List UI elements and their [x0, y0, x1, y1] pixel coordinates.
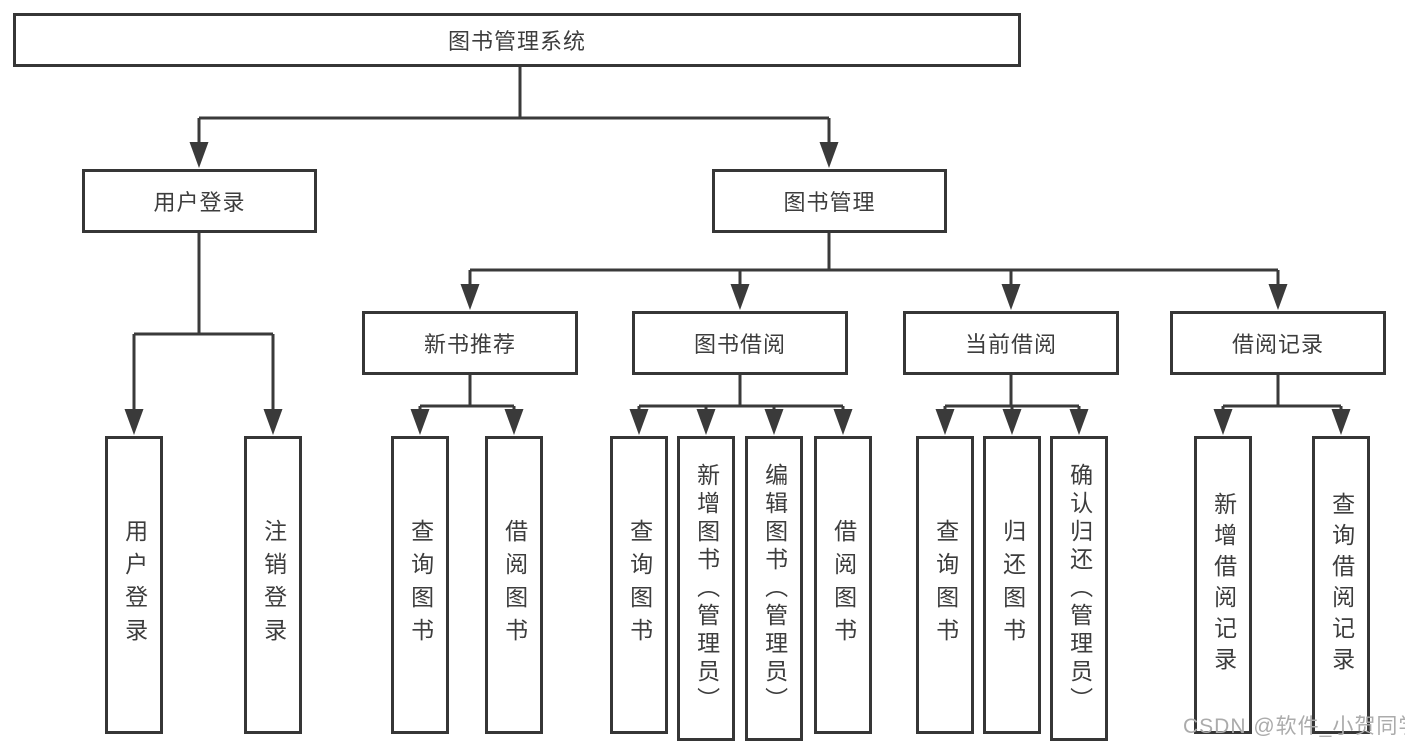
- node-borrowing-records-label: 借阅记录: [1231, 332, 1324, 357]
- leaf-add-borrow-record: 新增借阅记录: [1194, 436, 1252, 734]
- leaf-query-borrow-record-label: 查询借阅记录: [1328, 492, 1355, 678]
- leaf-add-books-admin-label: 新增图书（管理员）: [693, 462, 720, 715]
- node-user-login-label: 用户登录: [153, 190, 246, 215]
- leaf-add-books-admin: 新增图书（管理员）: [677, 436, 735, 741]
- leaf-add-borrow-record-label: 新增借阅记录: [1210, 492, 1237, 678]
- leaf-borrow-books-borrowing: 借阅图书: [814, 436, 872, 734]
- leaf-query-books-borrowing-label: 查询图书: [626, 519, 653, 651]
- leaf-query-books-recommend: 查询图书: [391, 436, 449, 734]
- leaf-confirm-return-admin: 确认归还（管理员）: [1050, 436, 1108, 741]
- leaf-edit-books-admin-label: 编辑图书（管理员）: [761, 462, 788, 715]
- leaf-logout: 注销登录: [244, 436, 302, 734]
- csdn-watermark: CSDN @软件_小贺同学: [1183, 715, 1405, 738]
- node-new-book-recommend: 新书推荐: [362, 311, 578, 375]
- node-current-borrowing: 当前借阅: [903, 311, 1119, 375]
- leaf-query-borrow-record: 查询借阅记录: [1312, 436, 1370, 734]
- leaf-query-books-current: 查询图书: [916, 436, 974, 734]
- node-system-root: 图书管理系统: [13, 13, 1021, 67]
- leaf-confirm-return-admin-label: 确认归还（管理员）: [1066, 462, 1093, 715]
- leaf-logout-label: 注销登录: [260, 519, 287, 651]
- node-current-borrowing-label: 当前借阅: [964, 332, 1057, 357]
- leaf-edit-books-admin: 编辑图书（管理员）: [745, 436, 803, 741]
- node-book-borrowing-label: 图书借阅: [693, 332, 786, 357]
- leaf-borrow-books-recommend: 借阅图书: [485, 436, 543, 734]
- node-book-borrowing: 图书借阅: [632, 311, 848, 375]
- node-book-management: 图书管理: [712, 169, 947, 233]
- node-new-book-recommend-label: 新书推荐: [423, 332, 516, 357]
- leaf-return-books-label: 归还图书: [999, 519, 1026, 651]
- leaf-query-books-borrowing: 查询图书: [610, 436, 668, 734]
- node-borrowing-records: 借阅记录: [1170, 311, 1386, 375]
- leaf-borrow-books-recommend-label: 借阅图书: [501, 519, 528, 651]
- node-book-management-label: 图书管理: [783, 190, 876, 215]
- leaf-user-login: 用户登录: [105, 436, 163, 734]
- node-system-root-label: 图书管理系统: [447, 29, 586, 54]
- leaf-query-books-current-label: 查询图书: [932, 519, 959, 651]
- leaf-return-books: 归还图书: [983, 436, 1041, 734]
- leaf-user-login-label: 用户登录: [121, 519, 148, 651]
- leaf-query-books-recommend-label: 查询图书: [407, 519, 434, 651]
- leaf-borrow-books-borrowing-label: 借阅图书: [830, 519, 857, 651]
- node-user-login: 用户登录: [82, 169, 317, 233]
